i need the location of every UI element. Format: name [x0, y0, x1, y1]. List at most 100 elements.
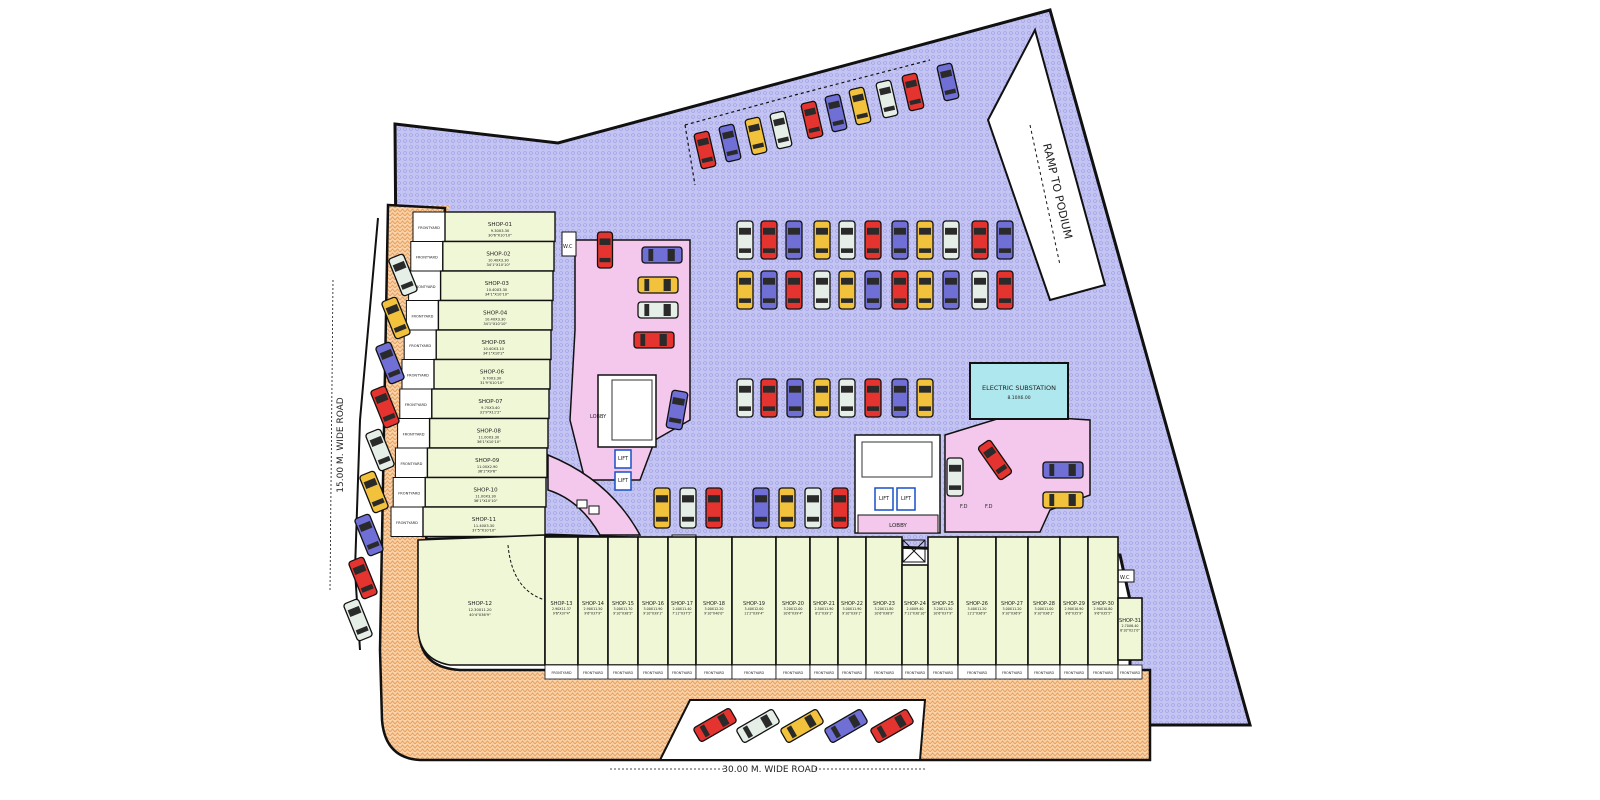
- frontyard-label: FRONTYARD: [842, 671, 863, 675]
- car: [942, 220, 960, 260]
- car: [343, 598, 373, 642]
- frontyard-label: FRONTYARD: [1064, 671, 1085, 675]
- shop-name: SHOP-22: [841, 601, 863, 607]
- shop-name: SHOP-29: [1063, 601, 1085, 607]
- shop-name: SHOP-06: [480, 369, 505, 375]
- car: [824, 709, 868, 743]
- car: [736, 378, 754, 418]
- shop-dims: 2.50X11.90: [814, 607, 833, 611]
- car: [365, 428, 395, 472]
- car: [838, 378, 856, 418]
- shop-feet: 31'9"X11'2": [480, 410, 502, 414]
- car: [637, 276, 679, 294]
- shop-feet: 9'6"X35'9": [1065, 612, 1083, 616]
- shop-name: SHOP-11: [472, 517, 496, 523]
- shop-name: SHOP-23: [873, 601, 895, 607]
- car: [838, 270, 856, 310]
- car: [744, 116, 768, 156]
- car: [901, 72, 925, 112]
- car: [916, 378, 934, 418]
- shop-dims: 2.40X9.40: [907, 607, 924, 611]
- car: [693, 708, 737, 742]
- car: [946, 457, 964, 497]
- frontyard-label: FRONTYARD: [1093, 671, 1114, 675]
- bottom-shop-15: SHOP-153.00X11.709'10"X38'5"FRONTYARD: [607, 536, 639, 680]
- car: [804, 487, 822, 529]
- shop-feet: 31'9"X10'10": [480, 381, 504, 385]
- car: [778, 487, 796, 529]
- shop-name: SHOP-01: [488, 222, 512, 228]
- car: [780, 709, 824, 743]
- shop-feet: 11'2"X39'4": [744, 612, 764, 616]
- shop-dims: 9.70X3.40: [481, 406, 500, 410]
- car: [848, 86, 872, 126]
- car: [864, 378, 882, 418]
- shop-feet: 34'1"X10'10": [485, 292, 509, 296]
- frontyard-label: FRONTYARD: [933, 671, 954, 675]
- car: [891, 378, 909, 418]
- road-label-bottom: 30.00 M. WIDE ROAD: [722, 765, 817, 775]
- shop-dims: 3.20X11.80: [874, 607, 893, 611]
- bottom-shop-18: SHOP-183.00X12.209'10"X40'0"FRONTYARD: [695, 536, 733, 680]
- shop-feet: 36'1"X10'10": [474, 499, 498, 503]
- lobby-label-left: LOBBY: [590, 414, 607, 420]
- shop-feet: 36'1"X9'6": [478, 469, 498, 473]
- car: [641, 246, 683, 264]
- bottom-shop-31: SHOP-312.70X6.408'10"X21'0"FRONTYARD: [1117, 597, 1143, 680]
- bike: [588, 505, 600, 515]
- car: [785, 220, 803, 260]
- shop-name: SHOP-05: [482, 340, 507, 346]
- lift-label-center-1: LIFT: [879, 496, 890, 502]
- car: [942, 270, 960, 310]
- shop-name: SHOP-19: [743, 601, 765, 607]
- shop-feet: 9'10"X36'1": [1034, 612, 1054, 616]
- car: [891, 270, 909, 310]
- shop-feet: 9'6"X37'4": [553, 612, 571, 616]
- lift-label-left-1: LIFT: [618, 456, 629, 462]
- shop-dims: 3.40X11.20: [967, 607, 986, 611]
- shop-dims: 12.30X11.20: [468, 608, 492, 612]
- wc-label-left: W.C: [563, 244, 573, 250]
- car: [596, 231, 614, 269]
- car: [693, 130, 717, 170]
- car: [718, 123, 742, 163]
- shop-name: SHOP-14: [582, 601, 604, 607]
- bottom-shop-30: SHOP-302.90X10.809'6"X35'5"FRONTYARD: [1087, 536, 1119, 680]
- shop-feet: 9'10"X36'9": [1002, 612, 1022, 616]
- frontyard-label: FRONTYARD: [551, 671, 572, 675]
- shop-name: SHOP-02: [486, 251, 510, 257]
- frontyard-label: FRONTYARD: [1002, 671, 1023, 675]
- shop-feet: 8'2"X39'1": [815, 612, 833, 616]
- frontyard-label: FRONTYARD: [905, 671, 926, 675]
- car: [977, 439, 1013, 481]
- car: [760, 270, 778, 310]
- car: [760, 378, 778, 418]
- shop-dims: 10.40X3.30: [485, 317, 506, 321]
- frontyard-label: FRONTYARD: [1034, 671, 1055, 675]
- shop-dims: 3.20X12.00: [783, 607, 802, 611]
- shop-name: SHOP-17: [671, 601, 693, 607]
- lift-left-1: [614, 449, 632, 469]
- shop-feet: 9'10"X39'1": [842, 612, 862, 616]
- bottom-shop-16: SHOP-163.00X11.909'10"X39'1"FRONTYARD: [637, 536, 669, 680]
- shop-name: SHOP-31: [1119, 618, 1141, 624]
- shop-name: SHOP-09: [475, 458, 500, 464]
- bottom-shop-14: SHOP-142.90X11.509'6"X37'9"FRONTYARD: [577, 536, 609, 680]
- shop-name: SHOP-04: [483, 310, 508, 316]
- bottom-shop-27: SHOP-273.00X11.209'10"X36'9"FRONTYARD: [995, 536, 1029, 680]
- shop-feet: 8'10"X21'0": [1120, 629, 1140, 633]
- car: [971, 220, 989, 260]
- lobby-curve: [547, 453, 642, 536]
- shop-dims: 11.00X3.30: [475, 494, 496, 498]
- shop-feet: 7'11"X37'5": [672, 612, 692, 616]
- car: [375, 341, 405, 385]
- shop-feet: 10'6"X38'9": [874, 612, 894, 616]
- shop-dims: 2.90X11.50: [583, 607, 602, 611]
